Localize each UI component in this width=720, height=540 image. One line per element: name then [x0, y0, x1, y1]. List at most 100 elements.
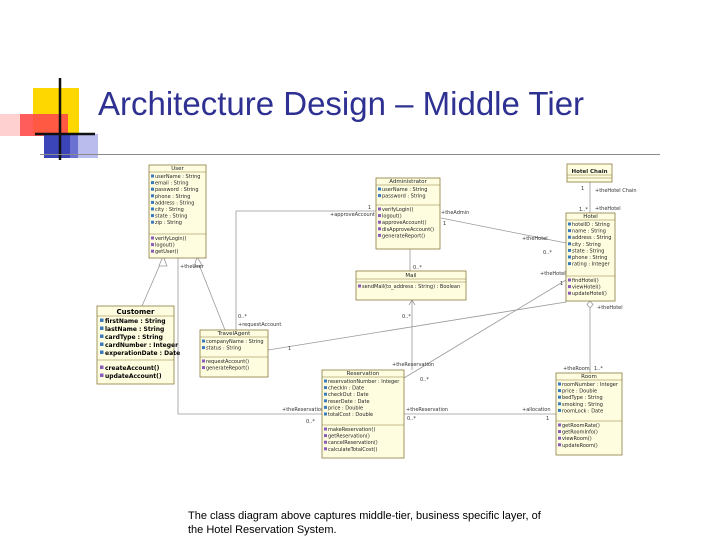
- reservation-box: [321, 369, 405, 459]
- mail-box: [355, 270, 467, 301]
- user-attribute: zip : String: [155, 220, 182, 226]
- room-attribute: price : Double: [562, 389, 597, 395]
- administrator-operation: disApproveAccount(): [382, 227, 434, 233]
- attribute-icon: [378, 187, 381, 191]
- administrator-box: [375, 177, 441, 250]
- user-attribute: userName : String: [155, 174, 200, 180]
- travel_agent-attribute: companyName : String: [206, 339, 264, 345]
- aggregation-diamond: [586, 300, 594, 309]
- room-operation: viewRoom(): [562, 436, 592, 442]
- administrator-operation: generateReport(): [382, 233, 425, 239]
- user-operation: getUser(): [155, 249, 179, 255]
- attribute-icon: [324, 405, 327, 409]
- room-box: [555, 372, 623, 456]
- attribute-icon: [151, 207, 154, 211]
- attribute-icon: [568, 248, 571, 252]
- operation-icon: [358, 284, 361, 288]
- attribute-icon: [151, 200, 154, 204]
- label-the-hotel-chain: +theHotel Chain: [595, 188, 637, 194]
- mult-m1: 1: [368, 205, 371, 211]
- reservation-attribute: checkIn : Date: [328, 386, 364, 392]
- logo-red-bar: [8, 114, 68, 136]
- operation-icon: [324, 434, 327, 438]
- attribute-icon: [151, 214, 154, 218]
- operation-icon: [378, 214, 381, 218]
- generalization-arrow-customer: [158, 254, 168, 267]
- attribute-icon: [568, 235, 571, 239]
- attribute-icon: [558, 382, 561, 386]
- user-attribute: state : String: [155, 214, 187, 220]
- operation-icon: [202, 366, 205, 370]
- administrator-operation: logout(): [382, 214, 402, 220]
- administrator-attribute: userName : String: [382, 187, 427, 193]
- mult-m8: 0..*: [402, 314, 411, 320]
- room-operation: getRoomInfo(): [562, 430, 598, 436]
- hotel-attribute: name : String: [572, 229, 606, 235]
- room-attribute: smoking : String: [562, 402, 603, 408]
- operation-icon: [378, 227, 381, 231]
- hotel-operation: viewHotel(): [572, 285, 601, 291]
- attribute-icon: [151, 220, 154, 224]
- attribute-icon: [324, 412, 327, 416]
- customer-operations: createAccount()updateAccount(): [100, 365, 162, 380]
- room-attribute: roomNumber : Integer: [562, 382, 619, 388]
- label-the-hotel-d: +theHotel: [597, 305, 623, 311]
- attribute-icon: [202, 339, 205, 343]
- customer-box: [96, 305, 175, 385]
- assoc-admin-hotel: [440, 217, 567, 244]
- attribute-icon: [558, 402, 561, 406]
- operation-icon: [568, 285, 571, 289]
- mult-m12: 0..*: [306, 419, 315, 425]
- association-lines: [141, 182, 594, 415]
- attribute-icon: [100, 318, 104, 322]
- attribute-icon: [100, 342, 104, 346]
- reservation-operation: cancelReservation(): [328, 440, 378, 446]
- label-allocation: +allocation: [522, 407, 550, 413]
- operation-icon: [324, 427, 327, 431]
- attribute-icon: [568, 255, 571, 259]
- reservation-operation: getReservation(): [328, 434, 370, 440]
- operation-icon: [378, 233, 381, 237]
- mult-m11: 0..*: [420, 377, 429, 383]
- label-the-hotel-c: +theHotel: [540, 271, 566, 277]
- customer-attribute: cardType : String: [105, 334, 163, 341]
- travel_agent-box: [199, 329, 269, 378]
- attribute-icon: [568, 242, 571, 246]
- room-name: Room: [581, 374, 597, 380]
- label-the-reservation-a: +theReservation: [392, 362, 434, 368]
- slide-title: Architecture Design – Middle Tier: [98, 85, 585, 122]
- operation-icon: [378, 207, 381, 211]
- assoc-reservation-hotel: [403, 279, 567, 379]
- mult-m6: 1..*: [579, 207, 588, 213]
- attribute-icon: [324, 379, 327, 383]
- association-labels: +approveAccount 1 +theAdmin 1 +theHotel …: [180, 186, 637, 425]
- label-the-room: +theRoom: [563, 366, 590, 372]
- operation-icon: [558, 443, 561, 447]
- hotel-box: [565, 212, 616, 302]
- attribute-icon: [100, 326, 104, 330]
- operation-icon: [568, 291, 571, 295]
- room-operation: updateRoom(): [562, 443, 598, 449]
- operation-icon: [151, 243, 154, 247]
- mult-m5: 1: [560, 281, 563, 287]
- operation-icon: [558, 423, 561, 427]
- label-the-admin: +theAdmin: [441, 210, 469, 216]
- hotel-attribute: address : String: [572, 235, 611, 241]
- attribute-icon: [202, 346, 205, 350]
- customer-attribute: experationDate : Date: [105, 350, 180, 357]
- mult-m13: 0..*: [407, 416, 416, 422]
- title-divider: [40, 154, 660, 155]
- administrator-operation: approveAccount(): [382, 220, 427, 226]
- mult-m7: 0..*: [413, 265, 422, 271]
- operation-icon: [558, 430, 561, 434]
- attribute-icon: [568, 222, 571, 226]
- reservation-attribute: price : Double: [328, 405, 363, 411]
